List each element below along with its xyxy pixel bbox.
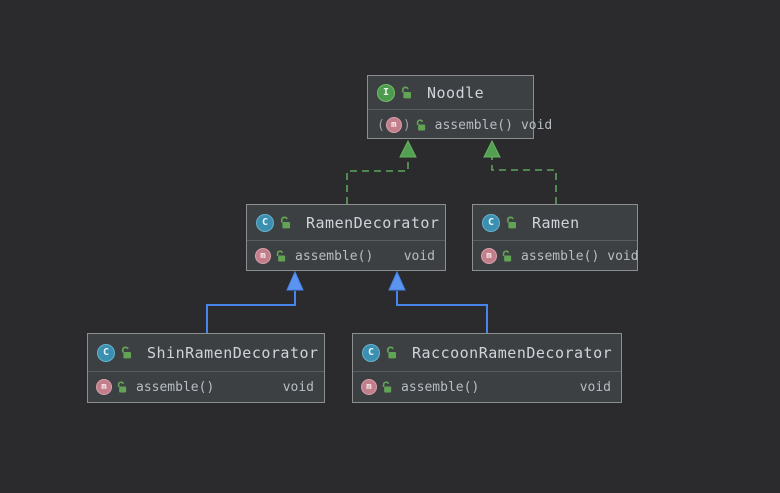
node-header: I Noodle <box>368 76 533 110</box>
class-icon: C <box>362 343 380 362</box>
public-unlocked-icon <box>400 86 413 99</box>
public-unlocked-icon <box>505 216 518 229</box>
node-header: C RaccoonRamenDecorator <box>353 334 621 372</box>
class-node-raccoonramendecorator[interactable]: C RaccoonRamenDecorator m assemble() voi… <box>352 333 622 403</box>
node-members: m assemble() void <box>88 372 324 402</box>
public-unlocked-icon <box>279 216 292 229</box>
class-name: ShinRamenDecorator <box>147 343 319 362</box>
node-header: C Ramen <box>473 205 637 241</box>
member-row: m assemble() void <box>247 241 445 271</box>
class-name: Ramen <box>532 213 580 232</box>
method-signature: assemble() <box>401 379 480 395</box>
class-node-shinramendecorator[interactable]: C ShinRamenDecorator m assemble() void <box>87 333 325 403</box>
method-icon: m <box>361 379 377 395</box>
method-return-type: void <box>403 248 435 264</box>
class-icon: C <box>482 213 500 232</box>
realization-edge-ramendecorator-to-noodle <box>346 139 417 204</box>
node-members: m assemble() void <box>353 372 621 402</box>
method-icon: m <box>255 248 271 264</box>
generalization-edge-shinramendecorator-to-ramendecorator <box>206 270 304 333</box>
public-unlocked-icon <box>501 250 513 262</box>
member-row: m assemble() void <box>473 241 639 271</box>
node-header: C RamenDecorator <box>247 205 445 241</box>
realization-edge-ramen-to-noodle <box>483 139 557 204</box>
generalization-edge-raccoonramendecorator-to-ramendecorator <box>388 270 488 333</box>
abstract-paren-close: ) <box>402 117 411 133</box>
abstract-paren-open: ( <box>377 117 385 133</box>
abstract-method-icon: m <box>385 117 402 133</box>
class-name: RaccoonRamenDecorator <box>412 343 613 362</box>
node-members: m assemble() void <box>473 241 639 271</box>
public-unlocked-icon <box>385 346 398 359</box>
public-unlocked-icon <box>120 346 133 359</box>
class-name: RamenDecorator <box>306 213 440 232</box>
method-signature: assemble() <box>295 248 374 264</box>
public-unlocked-icon <box>275 250 287 262</box>
method-return-type: void <box>520 117 553 133</box>
member-row: m assemble() void <box>353 372 621 402</box>
class-icon: C <box>97 343 115 362</box>
member-row: ( m ) assemble() void <box>368 110 552 140</box>
class-node-noodle[interactable]: I Noodle ( m ) assemble() void <box>367 75 552 140</box>
method-icon: m <box>481 248 497 264</box>
class-node-ramen[interactable]: C Ramen m assemble() void <box>472 204 639 271</box>
method-return-type: void <box>579 379 611 395</box>
public-unlocked-icon <box>415 119 427 131</box>
class-name: Noodle <box>427 83 485 102</box>
public-unlocked-icon <box>116 381 128 393</box>
member-row: m assemble() void <box>88 372 324 402</box>
interface-icon: I <box>377 83 395 102</box>
method-icon: m <box>96 379 112 395</box>
method-return-type: void <box>607 248 639 264</box>
class-node-ramendecorator[interactable]: C RamenDecorator m assemble() void <box>246 204 446 271</box>
class-icon: C <box>256 213 274 232</box>
node-members: ( m ) assemble() void <box>368 110 552 140</box>
node-members: m assemble() void <box>247 241 445 271</box>
method-signature: assemble() <box>521 248 600 264</box>
method-return-type: void <box>282 379 314 395</box>
node-header: C ShinRamenDecorator <box>88 334 324 372</box>
public-unlocked-icon <box>381 381 393 393</box>
method-signature: assemble() <box>434 117 513 133</box>
method-signature: assemble() <box>136 379 215 395</box>
